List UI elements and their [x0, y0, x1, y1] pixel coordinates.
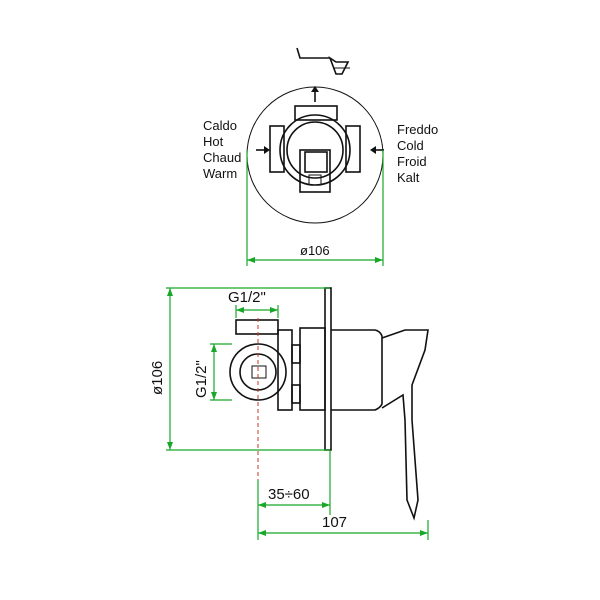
thread-side-label: G1/2"	[193, 360, 210, 398]
arrow-right-icon	[256, 146, 270, 154]
arrow-up-icon	[311, 86, 319, 102]
valve-body-side	[229, 319, 326, 411]
total-length-label: 107	[322, 514, 347, 531]
thread-top-dimension: G1/2"	[228, 289, 279, 318]
total-length-dimension: 107	[257, 514, 429, 540]
wall-plate	[324, 287, 332, 451]
cold-label-it: Freddo	[397, 122, 438, 137]
hot-label-it: Caldo	[203, 118, 237, 133]
arrow-left-icon	[370, 146, 384, 154]
thread-top-label: G1/2"	[228, 289, 266, 306]
cold-label-group: Freddo Cold Froid Kalt	[397, 122, 438, 185]
valve-body-top	[269, 105, 361, 193]
side-height-label: ø106	[149, 361, 166, 395]
cover-plate-outline	[246, 86, 384, 224]
thread-side-dimension: G1/2"	[193, 343, 232, 401]
shower-head-icon	[296, 47, 350, 75]
cold-label-de: Kalt	[397, 170, 420, 185]
depth-range-label: 35÷60	[268, 486, 310, 503]
hot-label-de: Warm	[203, 166, 237, 181]
hot-label-fr: Chaud	[203, 150, 241, 165]
depth-range-dimension: 35÷60	[257, 450, 331, 515]
cold-label-en: Cold	[397, 138, 424, 153]
cold-label-fr: Froid	[397, 154, 427, 169]
side-height-dimension: ø106	[149, 287, 330, 451]
top-diameter-label: ø106	[300, 243, 330, 258]
top-diameter-dimension: ø106	[246, 150, 384, 266]
hot-label-en: Hot	[203, 134, 224, 149]
hot-label-group: Caldo Hot Chaud Warm	[203, 118, 241, 181]
lever-handle	[331, 329, 429, 521]
